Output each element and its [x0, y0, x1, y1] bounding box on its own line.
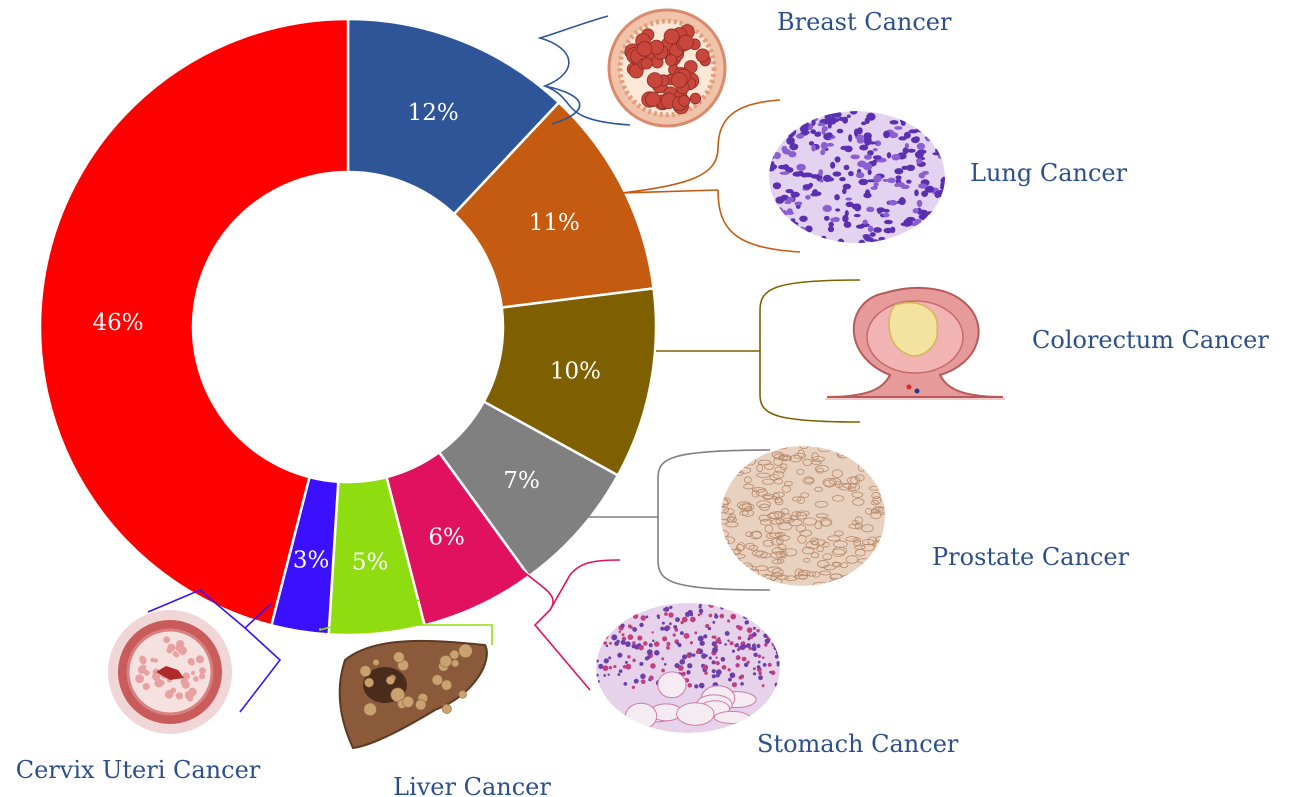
slice-label-colorectum-cancer: 10% — [550, 358, 601, 384]
breast-cancer-image — [607, 8, 727, 128]
bracket-breast-cancer — [537, 15, 631, 126]
cervix-uteri-cancer-image — [108, 610, 232, 734]
category-label-cervix-uteri-cancer: Cervix Uteri Cancer — [16, 756, 261, 784]
slice-other — [38, 17, 350, 627]
slice-label-lung-cancer: 11% — [529, 210, 580, 236]
category-label-stomach-cancer: Stomach Cancer — [757, 730, 959, 758]
slices-group — [38, 17, 658, 637]
colorectum-cancer-image — [825, 286, 1005, 400]
slice-label-cervix-uteri-cancer: 3% — [293, 548, 330, 574]
lung-cancer-image — [769, 111, 945, 243]
stomach-cancer-image — [596, 603, 780, 733]
liver-cancer-image — [338, 639, 488, 750]
category-label-lung-cancer: Lung Cancer — [970, 159, 1128, 187]
slice-label-stomach-cancer: 6% — [428, 524, 465, 550]
brackets-group — [147, 15, 861, 713]
bracket-liver-cancer — [319, 599, 493, 645]
slice-label-breast-cancer: 12% — [408, 100, 459, 126]
category-label-colorectum-cancer: Colorectum Cancer — [1032, 326, 1269, 354]
slice-label-liver-cancer: 5% — [352, 549, 389, 575]
category-label-prostate-cancer: Prostate Cancer — [932, 543, 1130, 571]
category-label-breast-cancer: Breast Cancer — [777, 8, 952, 36]
slice-label-other: 46% — [92, 310, 143, 336]
slice-labels-group: 12% 11% 10% 7% 6% 5% 3% 46% — [92, 100, 601, 576]
slice-label-prostate-cancer: 7% — [503, 468, 540, 494]
thumbnails-group — [108, 8, 1005, 750]
bracket-lung-cancer — [621, 99, 801, 253]
bracket-stomach-cancer — [517, 559, 621, 691]
bracket-prostate-cancer — [578, 449, 771, 591]
bracket-colorectum-cancer — [656, 279, 861, 423]
category-label-liver-cancer: Liver Cancer — [393, 773, 551, 797]
prostate-cancer-image — [721, 446, 885, 586]
bracket-cervix-uteri-cancer — [147, 589, 282, 713]
